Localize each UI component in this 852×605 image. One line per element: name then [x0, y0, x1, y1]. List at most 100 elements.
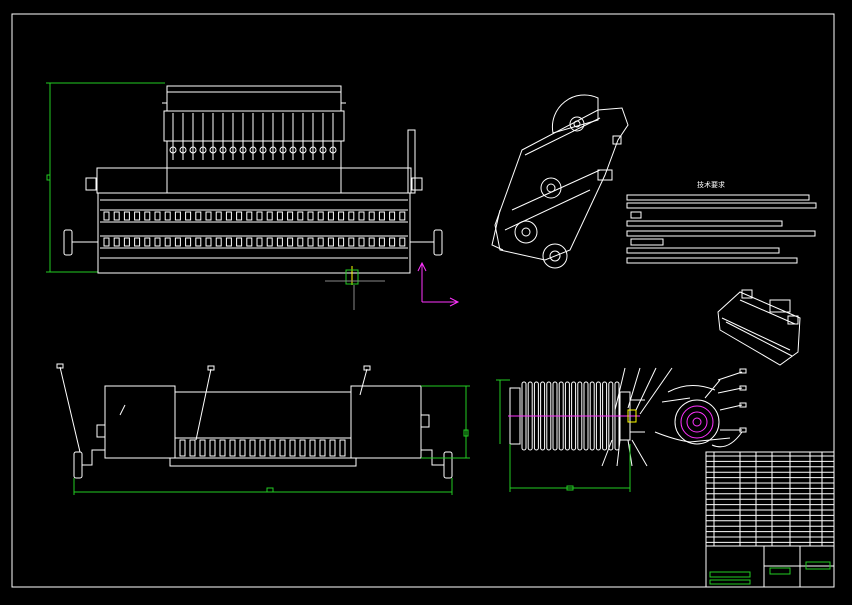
height-dimension: [46, 82, 165, 273]
side-elevation-view: [491, 94, 629, 269]
ucs-axis-icon: [417, 261, 460, 307]
opener-unit: [358, 211, 365, 221]
opener-unit: [256, 211, 263, 221]
opener-unit: [327, 237, 334, 247]
furrow-opener-rows: [100, 199, 408, 259]
opener-unit: [389, 237, 396, 247]
metering-cup: [199, 146, 207, 154]
sheet-border: [11, 13, 835, 588]
metering-cup: [179, 146, 187, 154]
plan-opener: [319, 439, 326, 457]
metering-cup: [169, 146, 177, 154]
opener-unit: [174, 237, 181, 247]
roller-detail-view: [496, 367, 673, 492]
opener-unit: [103, 237, 110, 247]
opener-unit: [205, 211, 212, 221]
metering-cup: [189, 146, 197, 154]
technical-notes: 技术要求: [626, 180, 817, 264]
opener-unit: [297, 211, 304, 221]
opener-unit: [225, 211, 232, 221]
opener-unit: [103, 211, 110, 221]
plan-opener: [329, 439, 336, 457]
plan-view: [56, 363, 470, 495]
opener-unit: [399, 211, 406, 221]
opener-unit: [287, 237, 294, 247]
opener-unit: [287, 211, 294, 221]
title-block: [705, 451, 835, 588]
opener-unit: [348, 211, 355, 221]
metering-cup: [279, 146, 287, 154]
plan-opener: [199, 439, 206, 457]
plan-opener: [339, 439, 346, 457]
plan-left-wheel: [73, 451, 83, 479]
opener-unit: [276, 211, 283, 221]
opener-unit: [205, 237, 212, 247]
opener-unit: [246, 211, 253, 221]
opener-unit: [134, 211, 141, 221]
notes-title: 技术要求: [697, 180, 725, 189]
plan-opener: [259, 439, 266, 457]
roller-dimensions: [496, 379, 631, 492]
opener-unit: [307, 237, 314, 247]
plan-opener: [209, 439, 216, 457]
opener-unit: [215, 237, 222, 247]
opener-unit: [154, 211, 161, 221]
opener-unit: [225, 237, 232, 247]
opener-unit: [317, 237, 324, 247]
opener-unit: [113, 237, 120, 247]
opener-unit: [215, 211, 222, 221]
opener-unit: [378, 237, 385, 247]
metering-cup: [219, 146, 227, 154]
plan-opener: [289, 439, 296, 457]
isometric-preview: [717, 289, 801, 366]
opener-unit: [266, 211, 273, 221]
opener-unit: [144, 211, 151, 221]
plan-opener: [279, 439, 286, 457]
opener-unit: [113, 211, 120, 221]
plan-opener: [309, 439, 316, 457]
opener-unit: [307, 211, 314, 221]
sprocket-upper: [540, 177, 562, 199]
opener-unit: [185, 211, 192, 221]
opener-unit: [164, 237, 171, 247]
plan-dimensions: [73, 385, 470, 495]
plan-opener: [179, 439, 186, 457]
opener-unit: [123, 237, 130, 247]
plan-opener: [189, 439, 196, 457]
metering-cup: [249, 146, 257, 154]
plan-opener: [229, 439, 236, 457]
opener-unit: [266, 237, 273, 247]
opener-unit: [378, 211, 385, 221]
opener-unit: [317, 211, 324, 221]
opener-unit: [276, 237, 283, 247]
opener-unit: [134, 237, 141, 247]
seed-hopper: [166, 85, 342, 112]
opener-unit: [338, 211, 345, 221]
metering-cup: [229, 146, 237, 154]
metering-cup: [209, 146, 217, 154]
opener-unit: [348, 237, 355, 247]
metering-cup: [329, 146, 337, 154]
metering-cup: [239, 146, 247, 154]
opener-unit: [389, 211, 396, 221]
opener-unit: [164, 211, 171, 221]
opener-unit: [368, 211, 375, 221]
opener-unit: [399, 237, 406, 247]
plan-opener: [269, 439, 276, 457]
metering-cup: [309, 146, 317, 154]
opener-unit: [123, 211, 130, 221]
section-detail-view: [654, 368, 747, 448]
opener-unit: [358, 237, 365, 247]
parts-list-rows: [706, 452, 834, 546]
opener-unit: [327, 211, 334, 221]
plan-opener: [239, 439, 246, 457]
plan-opener: [219, 439, 226, 457]
left-box: [104, 385, 176, 459]
opener-unit: [154, 237, 161, 247]
title-block-name-box: [709, 561, 831, 585]
sprocket-lower: [514, 220, 538, 244]
metering-cup: [319, 146, 327, 154]
left-wheel: [63, 229, 73, 256]
